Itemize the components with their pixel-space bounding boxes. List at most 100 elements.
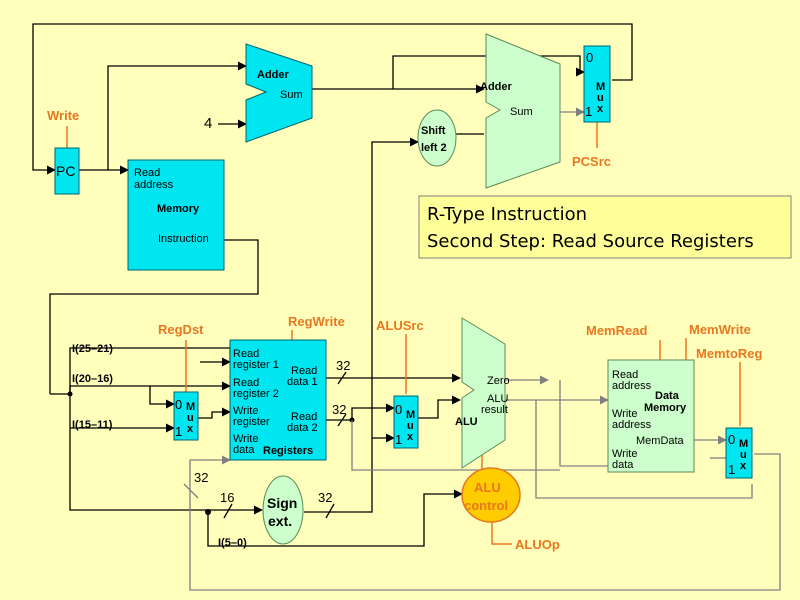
reg-rr2-line1: Read (233, 377, 259, 389)
reg-rd1-line1: Read (291, 365, 317, 377)
pc-write-label: Write (47, 108, 79, 123)
memtoreg-mux-in1: 1 (728, 462, 735, 477)
regdst-mux-in0: 0 (175, 397, 182, 412)
memread-label: MemRead (586, 323, 647, 338)
pc-label: PC (56, 163, 75, 179)
alusrc-mux-name-x: x (407, 431, 414, 443)
title-box: R-Type Instruction Second Step: Read Sou… (418, 195, 792, 259)
memtoreg-label: MemtoReg (696, 346, 763, 361)
dmem-read-line1: Read (612, 369, 638, 381)
dmem-name-line2: Memory (644, 402, 687, 414)
inst-mem-name: Memory (157, 203, 200, 215)
regdst-mux-name-x: x (187, 423, 194, 435)
inst-mem-read-label: Read (134, 167, 160, 179)
pc-adder-name: Adder (257, 69, 290, 81)
pc-register: PC (54, 147, 80, 195)
field-rt-label: I(20–16) (72, 373, 113, 385)
memwrite-label: MemWrite (689, 322, 751, 337)
regdst-mux-name-m: M (186, 401, 195, 413)
alu-result-line1: ALU (487, 393, 508, 405)
dmem-wa-line1: Write (612, 408, 637, 420)
sign-ext-line1: Sign (267, 495, 297, 511)
pc-adder-sum-label: Sum (280, 89, 303, 101)
pc-mux: 0 1 M u x (583, 45, 611, 123)
reg-name: Registers (263, 445, 313, 457)
shift-line1: Shift (421, 125, 446, 137)
branch-adder-sum-label: Sum (510, 106, 533, 118)
dmem-output-label: MemData (636, 435, 685, 447)
reg-wr-line2: register (233, 416, 270, 428)
width-rd2: 32 (332, 402, 346, 417)
branch-adder-name: Adder (480, 81, 513, 93)
memtoreg-mux-name-u: u (740, 449, 747, 461)
pc-mux-name-m: M (596, 81, 605, 93)
alu-name: ALU (455, 416, 478, 428)
reg-wd-line1: Write (233, 433, 258, 445)
alusrc-label: ALUSrc (376, 318, 424, 333)
dmem-name-line1: Data (655, 390, 680, 402)
dmem-read-line2: address (612, 380, 652, 392)
reg-wr-line1: Write (233, 405, 258, 417)
instruction-memory: Read address Memory Instruction (127, 159, 225, 271)
aluop-label: ALUOp (515, 537, 560, 552)
inst-mem-address-label: address (134, 179, 174, 191)
dmem-wd-line1: Write (612, 448, 637, 460)
data-memory: Read address Data Memory Write address M… (607, 359, 695, 473)
regdst-mux: 0 1 M u x (173, 391, 199, 441)
alusrc-mux-in1: 1 (395, 432, 402, 447)
width-left: 32 (194, 470, 208, 485)
width-sign-in: 16 (220, 490, 234, 505)
alusrc-mux-in0: 0 (395, 402, 402, 417)
dmem-wa-line2: address (612, 419, 652, 431)
field-rs-label: I(25–21) (72, 343, 113, 355)
reg-rr2-line2: register 2 (233, 388, 279, 400)
width-sign-out: 32 (318, 490, 332, 505)
regdst-mux-in1: 1 (175, 424, 182, 439)
shift-line2: left 2 (421, 142, 447, 154)
memtoreg-mux-name-m: M (739, 438, 748, 450)
pc-mux-in0: 0 (586, 50, 593, 65)
title-line2: Second Step: Read Source Registers (427, 231, 754, 252)
memtoreg-mux-name-x: x (740, 460, 747, 472)
alusrc-mux-name-u: u (407, 420, 414, 432)
width-rd1: 32 (336, 358, 350, 373)
alu-zero-label: Zero (487, 375, 510, 387)
const-four: 4 (204, 115, 212, 132)
pc-mux-in1: 1 (585, 104, 592, 119)
active-wires (32, 23, 633, 547)
bus-width-marks (183, 371, 347, 519)
alu: Zero ALU result ALU (455, 317, 510, 469)
memtoreg-mux-in0: 0 (728, 432, 735, 447)
reg-rr1-line1: Read (233, 348, 259, 360)
inactive-wires (189, 107, 781, 591)
sign-extend: Sign ext. (262, 475, 304, 545)
reg-rd1-line2: data 1 (287, 376, 318, 388)
alusrc-mux: 0 1 M u x (393, 395, 419, 449)
alu-control-line1: ALU (474, 480, 501, 495)
reg-rd2-line2: data 2 (287, 422, 318, 434)
field-rd-label: I(15–11) (72, 419, 113, 431)
regdst-mux-name-u: u (187, 412, 194, 424)
control-wires (66, 122, 741, 545)
reg-wd-line2: data (233, 444, 255, 456)
pc-adder: Adder Sum (245, 43, 313, 143)
alu-result-line2: result (481, 404, 508, 416)
title-line1: R-Type Instruction (427, 204, 587, 225)
shift-left-2: Shift left 2 (417, 109, 457, 167)
alusrc-mux-name-m: M (406, 409, 415, 421)
branch-adder: Adder Sum (480, 33, 561, 189)
regwrite-label: RegWrite (288, 314, 345, 329)
dmem-wd-line2: data (612, 459, 634, 471)
register-file: Read register 1 Read register 2 Write re… (229, 339, 327, 461)
pcsrc-label: PCSrc (572, 154, 611, 169)
regdst-label: RegDst (158, 322, 204, 337)
pc-mux-name-x: x (597, 103, 604, 115)
reg-rr1-line2: register 1 (233, 359, 279, 371)
reg-rd2-line1: Read (291, 411, 317, 423)
inst-mem-output-label: Instruction (158, 233, 209, 245)
memtoreg-mux: 0 1 M u x (725, 427, 753, 479)
sign-ext-line2: ext. (268, 513, 292, 529)
pc-mux-name-u: u (597, 92, 604, 104)
alu-control: ALU control (461, 467, 521, 523)
